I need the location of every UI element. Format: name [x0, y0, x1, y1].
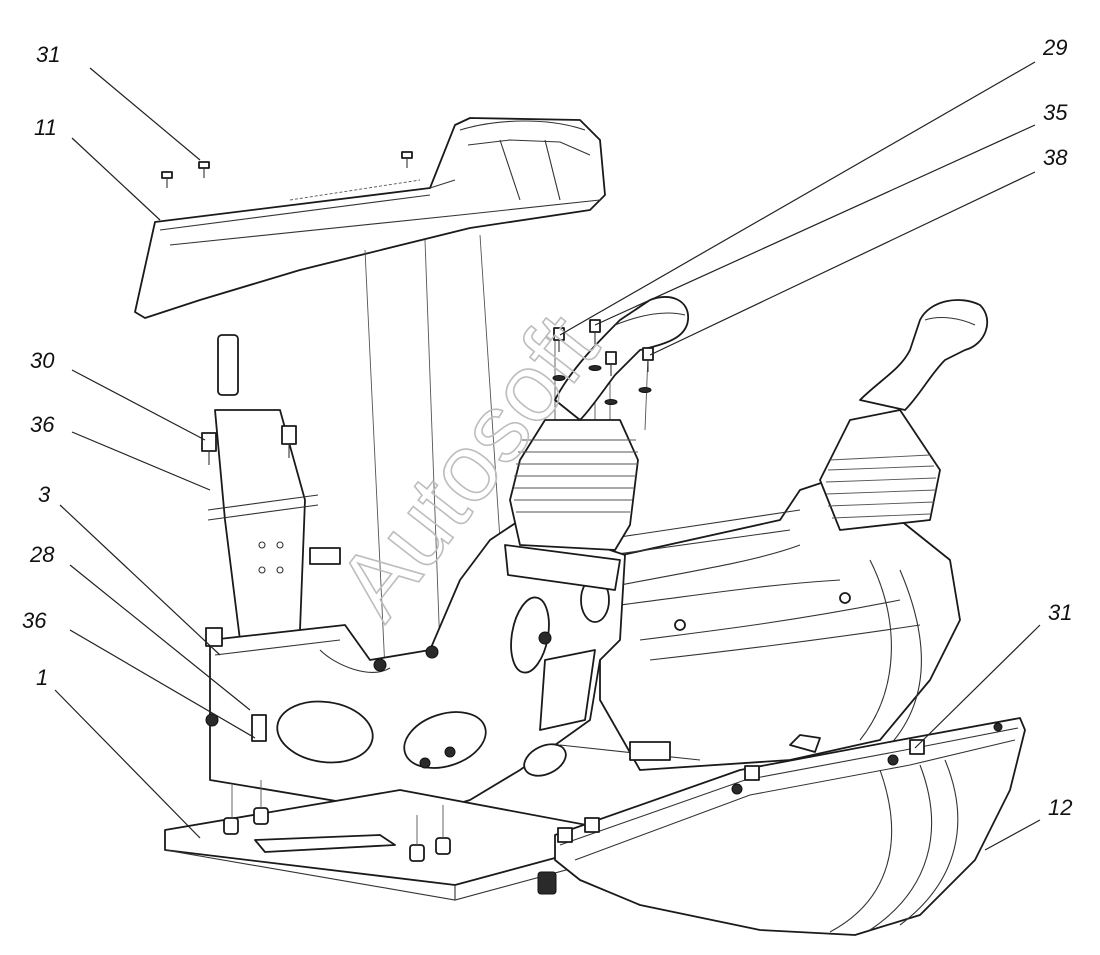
callout-36-lower: 36	[22, 608, 47, 633]
screw-31-a	[161, 171, 173, 188]
side-panel-part-12	[554, 717, 1026, 936]
bolt-29	[552, 327, 566, 381]
callout-labels: 31 11 30 36 3 28 36 1 29 35 38 31 12	[22, 35, 1072, 820]
callout-31-top: 31	[36, 42, 60, 67]
bolt-38	[604, 351, 618, 405]
callout-3: 3	[38, 482, 51, 507]
leader-lines	[54, 61, 1041, 851]
bolt-35	[588, 319, 602, 371]
callout-11: 11	[34, 115, 57, 140]
callout-28: 28	[29, 542, 55, 567]
right-console-assembly	[559, 299, 989, 771]
callout-38: 38	[1043, 145, 1068, 170]
callout-35: 35	[1043, 100, 1068, 125]
callout-31-right: 31	[1048, 600, 1072, 625]
assembly-axis-lines	[364, 234, 649, 671]
callout-30: 30	[30, 348, 55, 373]
left-lever-module	[201, 334, 341, 641]
callout-12: 12	[1048, 795, 1072, 820]
callout-36-upper: 36	[30, 412, 55, 437]
screw-31-c	[401, 151, 413, 168]
top-cover-part-11	[134, 117, 606, 319]
callout-1: 1	[36, 665, 48, 690]
bracket-housing-part-3	[205, 519, 626, 816]
central-joystick-module	[509, 296, 689, 551]
callout-29: 29	[1042, 35, 1067, 60]
screw-31-b	[198, 161, 210, 178]
